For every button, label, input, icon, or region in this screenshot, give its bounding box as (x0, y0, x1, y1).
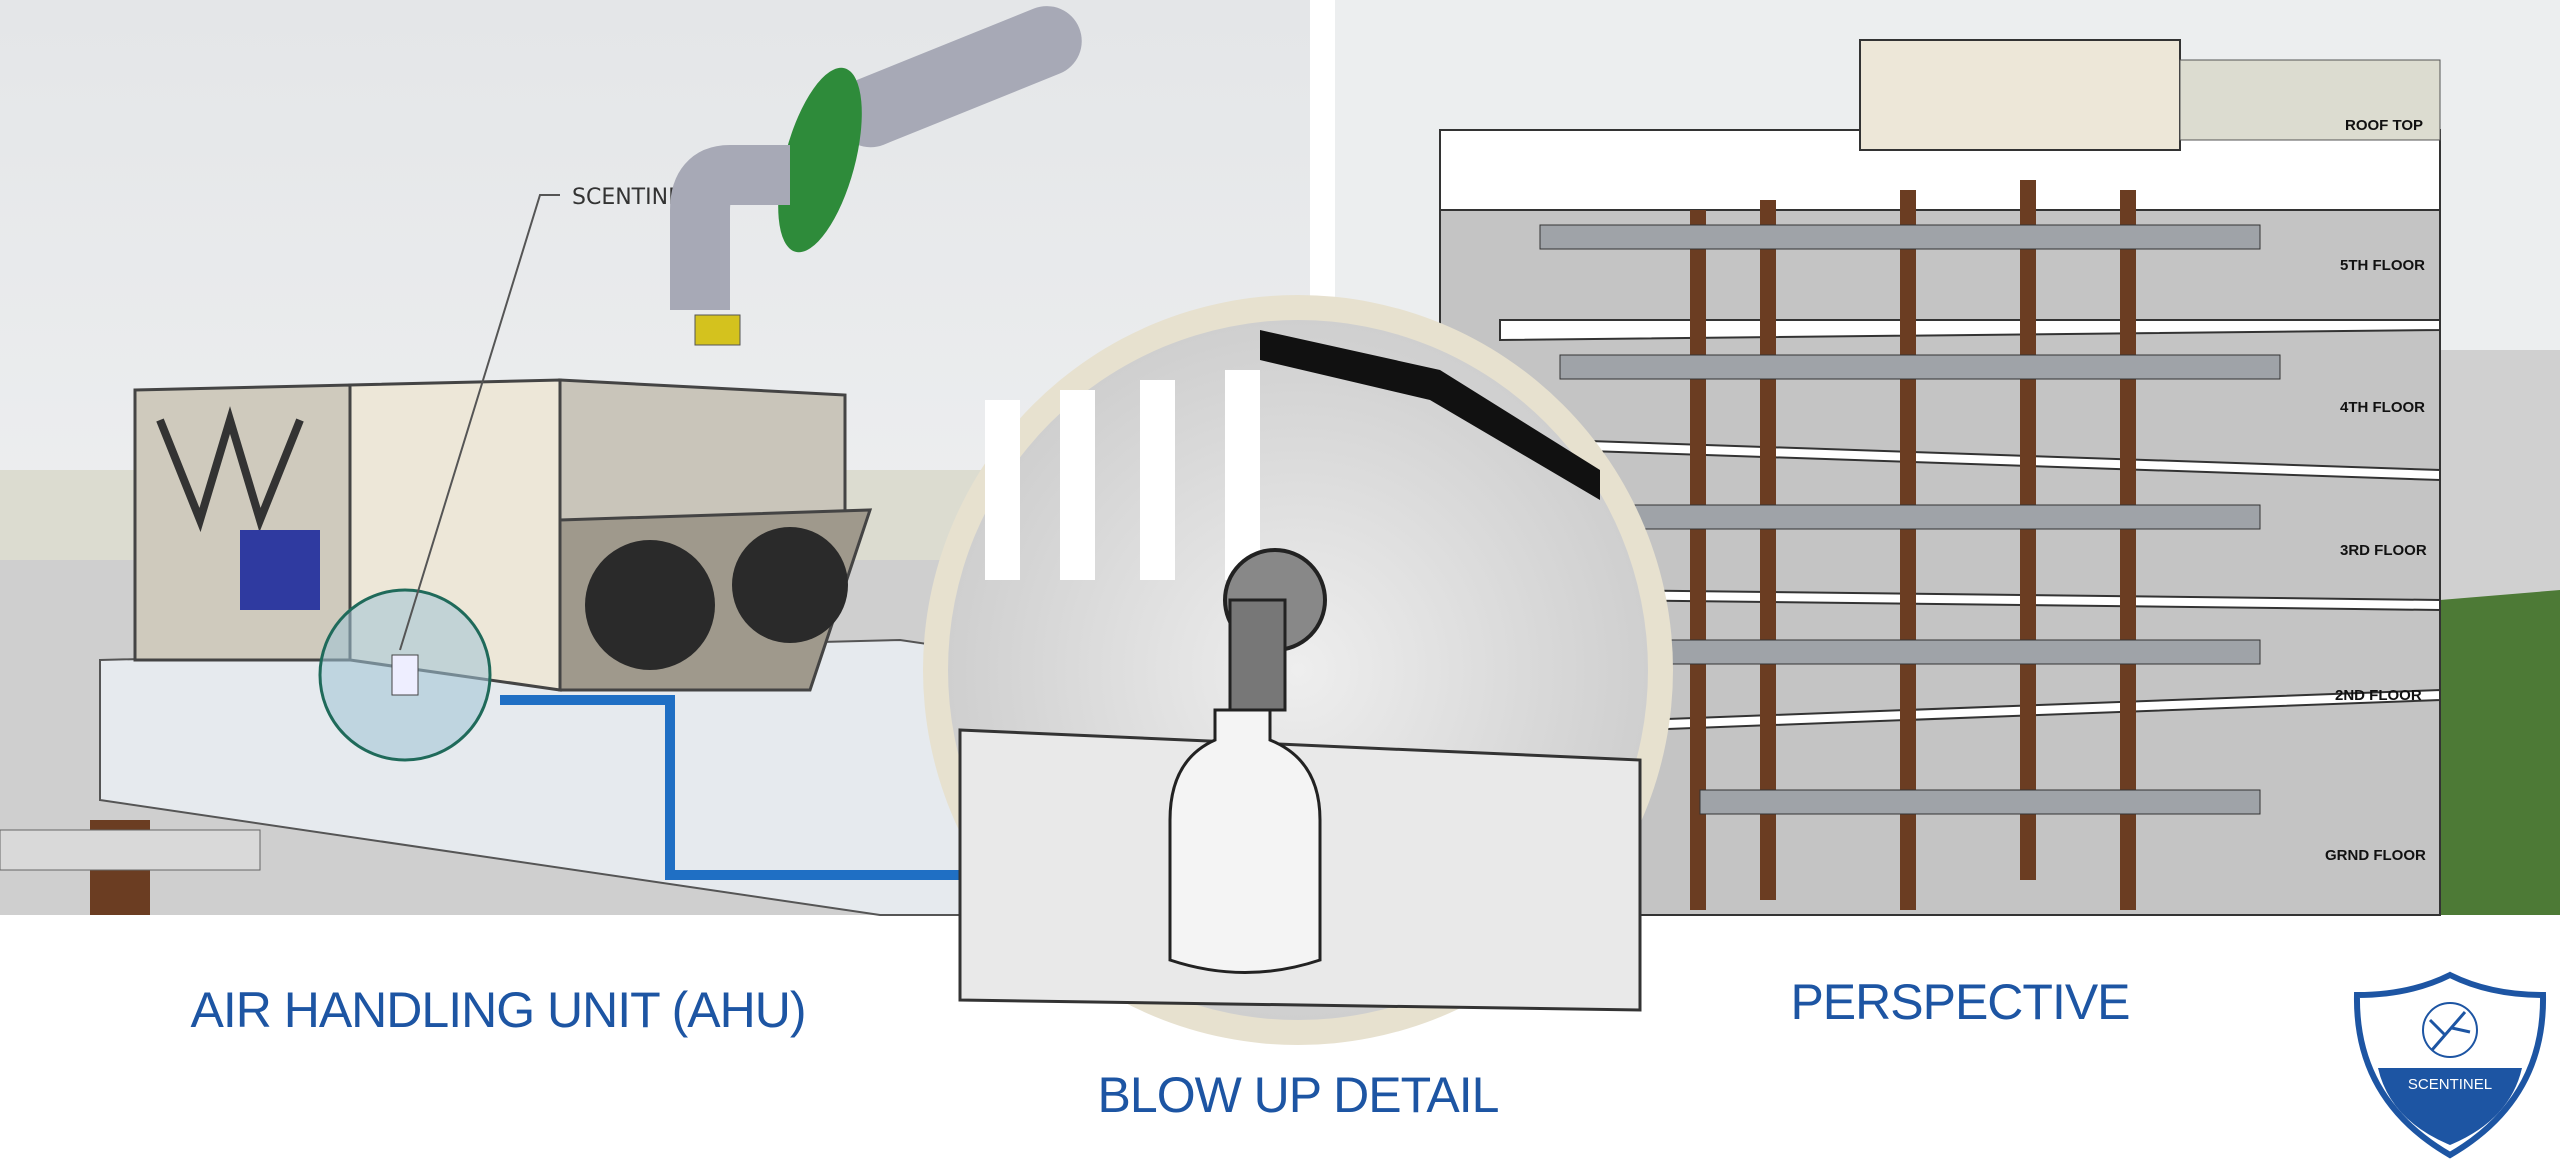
blowup-lens (923, 295, 1673, 1045)
floor-label: 3RD FLOOR (2340, 542, 2427, 559)
logo-text: SCENTINEL (2408, 1076, 2492, 1093)
blowup-title: BLOW UP DETAIL (1098, 1067, 1499, 1123)
fan-right-icon (732, 527, 848, 643)
scentinel-device-render (670, 6, 1082, 346)
floor-label: 4TH FLOOR (2340, 399, 2425, 416)
ahu-louver (558, 378, 847, 522)
scentinel-logo: SCENTINEL (2353, 971, 2547, 1159)
ahu-coil-section (133, 383, 352, 662)
beams (1539, 224, 2281, 815)
grass (2440, 590, 2560, 915)
blowup-arrow (500, 695, 1120, 880)
fan-left-icon (585, 540, 715, 670)
rooftop-ahu (1859, 39, 2181, 151)
perspective-title: PERSPECTIVE (1790, 974, 2129, 1030)
ahu-title: AIR HANDLING UNIT (AHU) (190, 982, 805, 1038)
scentinel-device-small (391, 654, 419, 696)
floor-label: 5TH FLOOR (2340, 257, 2425, 274)
floor-label: 2ND FLOOR (2335, 687, 2422, 704)
floor-label: GRND FLOOR (2325, 847, 2426, 864)
scent-bottle (1168, 708, 1322, 974)
callout-line (399, 194, 560, 651)
leaf-emblem-icon (2422, 1002, 2478, 1058)
ahu-motor (240, 530, 320, 610)
floor-label: ROOF TOP (2345, 117, 2423, 134)
